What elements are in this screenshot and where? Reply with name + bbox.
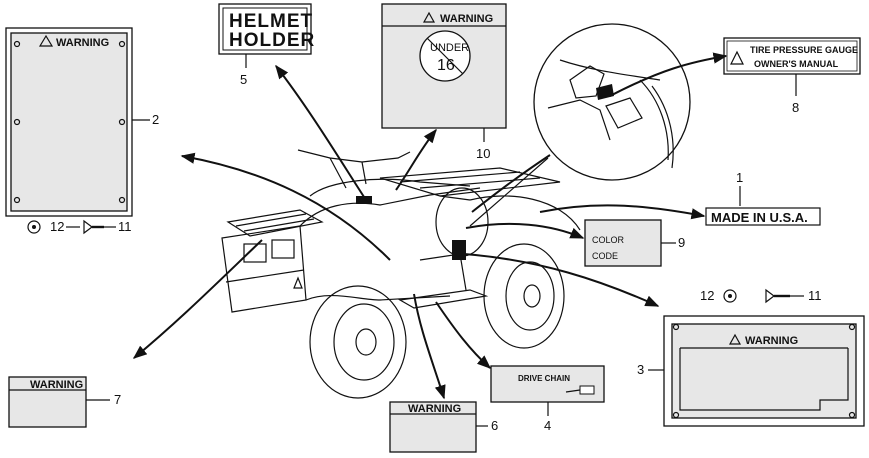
arrow-to-made-in-usa <box>539 204 706 220</box>
detail-highlight-ellipse <box>435 187 489 257</box>
callout-10: 10 <box>476 146 490 161</box>
callout-12-left: 12 <box>50 219 64 234</box>
callout-1: 1 <box>736 170 743 185</box>
drive-chain-label[interactable]: DRIVE CHAIN <box>490 365 605 403</box>
atv-color-label-patch <box>452 240 466 260</box>
warning-label-7[interactable]: WARNING <box>8 376 87 428</box>
detail-leader-line <box>469 157 549 227</box>
pointer-arrows <box>132 52 728 400</box>
helmet-holder-text-line1: HELMET <box>229 11 313 32</box>
age-text: 16 <box>437 57 455 74</box>
detail-circle-view <box>533 23 691 181</box>
arrow-to-tire-gauge <box>609 52 728 97</box>
owners-manual-text: OWNER'S MANUAL <box>754 59 839 69</box>
color-text: COLOR <box>592 235 625 245</box>
callout-4: 4 <box>544 418 551 433</box>
arrow-to-warning-right <box>463 253 660 307</box>
warning-text-6: WARNING <box>408 403 461 415</box>
made-in-usa-text: MADE IN U.S.A. <box>711 210 808 225</box>
warning-label-large-left[interactable]: WARNING <box>5 27 133 217</box>
warning-text-3: WARNING <box>745 335 798 347</box>
color-code-label[interactable]: COLOR CODE <box>584 219 662 267</box>
callout-7: 7 <box>114 392 121 407</box>
callout-6: 6 <box>491 418 498 433</box>
callout-8: 8 <box>792 100 799 115</box>
callout-11-left: 11 <box>118 219 132 234</box>
made-in-usa-label[interactable]: MADE IN U.S.A. <box>705 207 821 226</box>
helmet-holder-label[interactable]: HELMET HOLDER <box>218 3 315 55</box>
arrow-to-drive-chain <box>435 301 492 369</box>
under-text: UNDER <box>430 42 469 54</box>
callout-2: 2 <box>152 112 159 127</box>
washer-part-right[interactable] <box>723 289 737 303</box>
helmet-holder-text-line2: HOLDER <box>229 30 315 51</box>
callout-11-right: 11 <box>808 288 822 303</box>
arrow-to-helmet-holder <box>275 64 367 201</box>
rivet-part-left[interactable] <box>83 219 104 235</box>
code-text: CODE <box>592 251 618 261</box>
rivet-part-right[interactable] <box>765 288 790 304</box>
warning-text-10: WARNING <box>440 13 493 25</box>
drive-chain-text: DRIVE CHAIN <box>518 374 570 383</box>
arrow-to-warning-7 <box>132 239 263 359</box>
warning-text-7: WARNING <box>30 379 83 391</box>
warning-text-left: WARNING <box>56 37 109 49</box>
arrow-to-warning-6 <box>413 293 446 400</box>
callout-12-right: 12 <box>700 288 714 303</box>
warning-label-6[interactable]: WARNING <box>389 401 477 453</box>
arrow-to-warning-left <box>180 152 391 261</box>
washer-part-left[interactable] <box>27 220 41 234</box>
callout-5: 5 <box>240 72 247 87</box>
under-16-warning-label[interactable]: WARNING UNDER 16 <box>381 3 507 129</box>
tire-pressure-gauge-label[interactable]: TIRE PRESSURE GAUGE OWNER'S MANUAL <box>723 37 861 75</box>
callout-9: 9 <box>678 235 685 250</box>
callout-3: 3 <box>637 362 644 377</box>
arrow-to-color-code <box>465 222 585 239</box>
atv-illustration <box>221 149 581 399</box>
tire-pressure-text: TIRE PRESSURE GAUGE <box>750 45 858 55</box>
arrow-to-detail-circle <box>471 154 551 213</box>
warning-label-large-right[interactable]: WARNING <box>663 315 865 427</box>
atv-seat-label-patch <box>356 196 372 204</box>
arrow-to-under-16 <box>395 128 437 191</box>
